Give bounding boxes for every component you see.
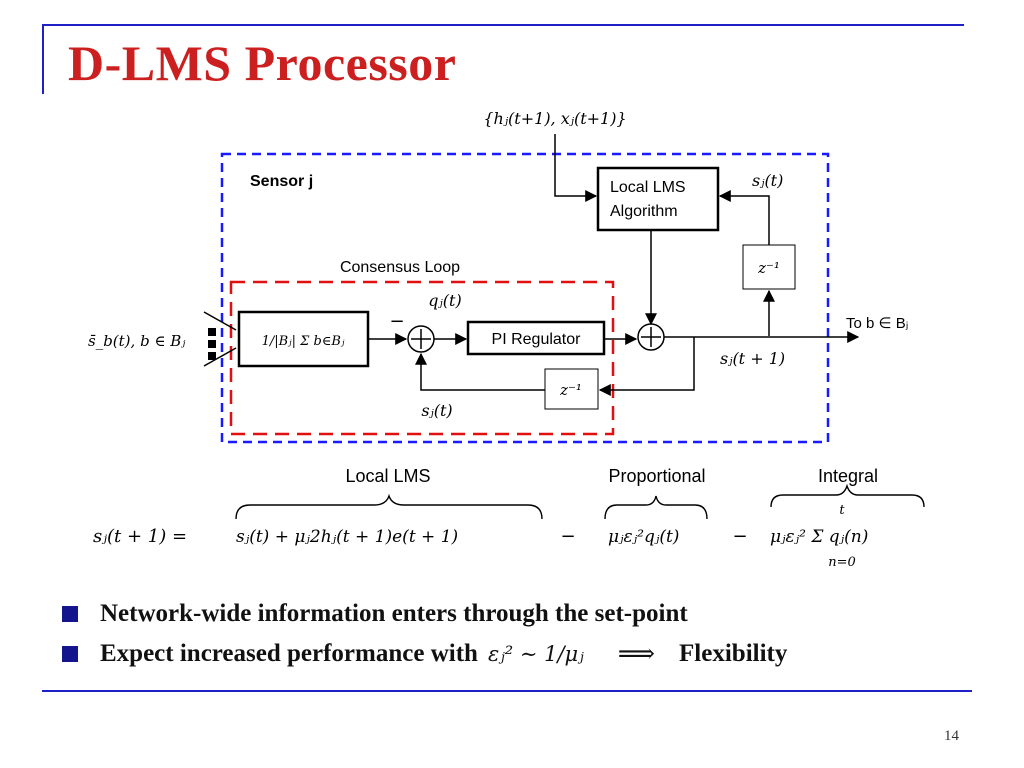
eq-lhs: sⱼ(t + 1) = — [93, 526, 187, 547]
average-block: 1/|Bⱼ| Σ b∈Bⱼ — [237, 310, 370, 368]
local-lms-block: Local LMS Algorithm — [596, 166, 720, 232]
delay-label-right: z⁻¹ — [757, 259, 780, 277]
input-line-top — [203, 311, 237, 331]
input-label: s̄_b(t), b ∈ Bⱼ — [88, 332, 185, 350]
block-diagram: {hⱼ(t+1), xⱼ(t+1)} Sensor j Local LMS Al… — [88, 109, 925, 570]
input-dots — [208, 328, 216, 360]
eq-term-local: sⱼ(t) + μⱼ2hⱼ(t + 1)e(t + 1) — [236, 527, 458, 547]
eq-op2: − — [732, 526, 747, 547]
brace-label-int: Integral — [818, 466, 878, 486]
implies-icon: ⟹ — [617, 639, 656, 669]
brace-label-local: Local LMS — [345, 466, 430, 486]
bottom-rule — [42, 690, 972, 692]
feedback-to-sum-line — [415, 352, 545, 391]
sensor-label: Sensor j — [250, 173, 313, 190]
bullet-1-text: Network-wide information enters through … — [100, 600, 688, 627]
bullet-2-math: εⱼ² ∼ 1/μⱼ — [487, 642, 584, 666]
title-rule-top — [42, 24, 964, 26]
s-top-label: sⱼ(t) — [752, 171, 783, 190]
input-set-label: {hⱼ(t+1), xⱼ(t+1)} — [483, 109, 626, 128]
eq-term-int: μⱼεⱼ² Σ qⱼ(n) — [770, 527, 868, 547]
feedback-down-line — [598, 337, 695, 396]
input-to-lms-line — [554, 134, 598, 202]
pi-regulator-block: PI Regulator — [466, 320, 606, 356]
page-number: 14 — [944, 728, 959, 744]
lms-block-line1: Local LMS — [610, 179, 686, 196]
delay-label-left: z⁻¹ — [559, 381, 582, 399]
average-block-text: 1/|Bⱼ| Σ b∈Bⱼ — [262, 334, 345, 349]
eq-sum-bottom: n=0 — [828, 555, 856, 570]
s-next-label: sⱼ(t + 1) — [720, 349, 785, 368]
minus-sign: − — [389, 311, 404, 332]
sum-junction-right — [637, 323, 665, 351]
sum-junction-left — [407, 325, 435, 353]
consensus-label: Consensus Loop — [340, 259, 460, 276]
sensor-box — [220, 152, 830, 444]
pi-block-label: PI Regulator — [492, 331, 582, 348]
bullet-square-icon — [62, 646, 78, 662]
bullet-square-icon — [62, 606, 78, 622]
output-label: To b ∈ Bⱼ — [846, 315, 908, 332]
bullet-2-suffix: Flexibility — [679, 640, 788, 667]
eq-sum-top: t — [839, 503, 845, 518]
bullet-item: Network-wide information enters through … — [62, 594, 787, 634]
consensus-box — [229, 280, 615, 436]
eq-term-prop: μⱼεⱼ²qⱼ(t) — [608, 527, 679, 547]
delay-to-lms-line — [718, 190, 770, 245]
s-feedback-label: sⱼ(t) — [421, 401, 452, 420]
slide-title: D-LMS Processor — [68, 35, 457, 91]
input-line-bottom — [203, 347, 237, 367]
brace-int — [770, 483, 925, 508]
q-label: qⱼ(t) — [428, 291, 461, 310]
brace-local — [235, 493, 543, 520]
title-rule-left — [42, 24, 44, 94]
lms-block-line2: Algorithm — [610, 203, 678, 220]
brace-prop — [604, 495, 708, 520]
delay-block-right: z⁻¹ — [742, 244, 796, 290]
eq-op1: − — [560, 526, 575, 547]
brace-label-prop: Proportional — [608, 466, 705, 486]
delay-block-left: z⁻¹ — [544, 368, 599, 410]
bullet-list: Network-wide information enters through … — [62, 594, 787, 674]
bullet-item: Expect increased performance with εⱼ² ∼ … — [62, 634, 787, 674]
bullet-2-prefix: Expect increased performance with — [100, 640, 478, 667]
